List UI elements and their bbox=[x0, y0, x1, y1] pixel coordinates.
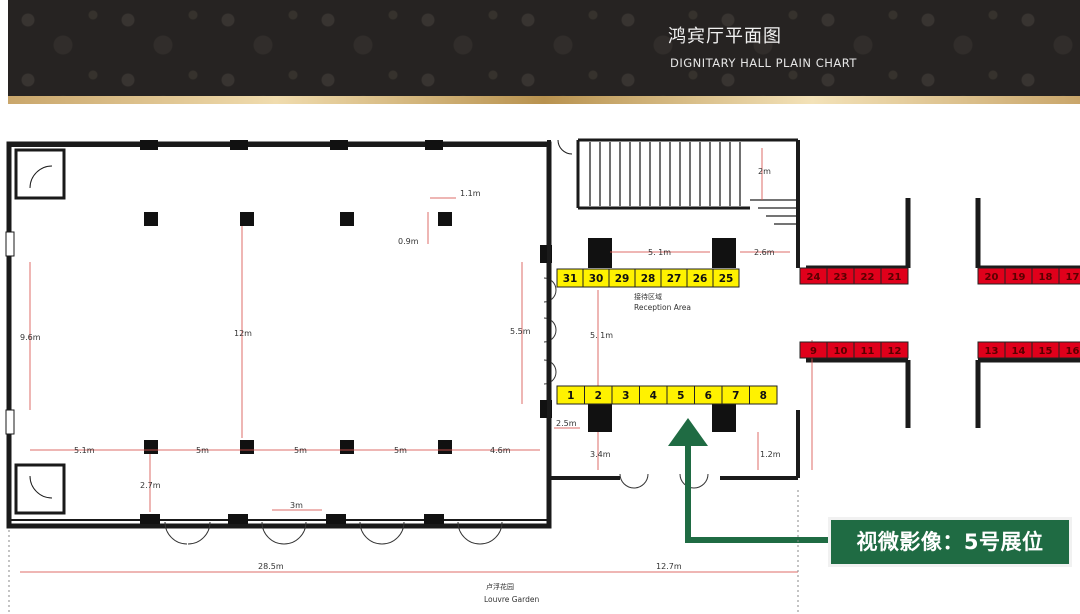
dim-0-9m: 0.9m bbox=[398, 237, 419, 246]
booth-label-3: 3 bbox=[622, 390, 629, 402]
dim-2m: 2m bbox=[758, 167, 771, 176]
booth-label-7: 7 bbox=[732, 390, 739, 402]
booth-row-bottom: 1 2 3 4 5 6 7 8 bbox=[556, 385, 778, 405]
dim-9-6m: 9.6m bbox=[20, 333, 41, 342]
booth-label-31: 31 bbox=[563, 273, 578, 285]
booth-label-16: 16 bbox=[1066, 346, 1080, 357]
booth-17 bbox=[1058, 267, 1080, 285]
dim-2-5m: 2.5m bbox=[556, 419, 577, 428]
dim-28-5m: 28.5m bbox=[258, 562, 284, 571]
booth-label-2: 2 bbox=[595, 390, 602, 402]
booth-label-13: 13 bbox=[985, 346, 999, 357]
dim-3m: 3m bbox=[290, 501, 303, 510]
dim-5-1m-mid: 5. 1m bbox=[590, 331, 613, 340]
booth-16 bbox=[1058, 341, 1080, 359]
booth-label-9: 9 bbox=[810, 346, 817, 357]
dim-2-6m: 2.6m bbox=[754, 248, 775, 257]
dim-1-1m: 1.1m bbox=[460, 189, 481, 198]
dim-4-6m: 4.6m bbox=[490, 446, 511, 455]
site-boundary bbox=[8, 490, 799, 614]
dim-3-4m: 3.4m bbox=[590, 450, 611, 459]
dim-5m-c: 5m bbox=[394, 446, 407, 455]
booth-label-19: 19 bbox=[1012, 272, 1026, 283]
booth-row-red-1-right: 20 19 18 17 bbox=[977, 267, 1080, 285]
booth-label-4: 4 bbox=[650, 390, 657, 402]
booth-21 bbox=[880, 267, 909, 285]
dimension-lines bbox=[20, 148, 813, 573]
reception-walls bbox=[547, 138, 800, 520]
dim-5-1m-top: 5. 1m bbox=[648, 248, 671, 257]
booth-label-1: 1 bbox=[567, 390, 574, 402]
title-chinese: 鸿宾厅平面图 bbox=[668, 26, 782, 47]
booth-label-12: 12 bbox=[888, 346, 902, 357]
booth-label-15: 15 bbox=[1039, 346, 1053, 357]
booth-label-27: 27 bbox=[667, 273, 682, 285]
booth-label-23: 23 bbox=[834, 272, 848, 283]
reception-label-en: Reception Area bbox=[634, 303, 691, 312]
booth-8 bbox=[749, 385, 778, 405]
booth-label-6: 6 bbox=[705, 390, 712, 402]
booth-label-5: 5 bbox=[677, 390, 684, 402]
booth-row-red-2-left: 9 10 11 12 bbox=[799, 341, 909, 359]
dimension-labels: 1.1m 0.9m 9.6m 12m 5.5m 5. 1m 2.6m 5. 1m… bbox=[20, 167, 781, 604]
reception-label-cn: 接待区域 bbox=[634, 292, 662, 301]
booth-12 bbox=[880, 341, 909, 359]
exhibitor-callout: 视微影像：5号展位 bbox=[828, 517, 1072, 567]
dim-2-7m: 2.7m bbox=[140, 481, 161, 490]
booth-label-26: 26 bbox=[693, 273, 708, 285]
booth-label-18: 18 bbox=[1039, 272, 1053, 283]
booth-label-8: 8 bbox=[760, 390, 767, 402]
booth-label-30: 30 bbox=[589, 273, 604, 285]
booth-label-20: 20 bbox=[985, 272, 999, 283]
dim-1-2m: 1.2m bbox=[760, 450, 781, 459]
dim-5-5m: 5.5m bbox=[510, 327, 531, 336]
booth-label-14: 14 bbox=[1012, 346, 1026, 357]
gold-stripe bbox=[8, 96, 1080, 104]
booth-label-10: 10 bbox=[834, 346, 848, 357]
staircase bbox=[589, 142, 796, 225]
main-hall-walls bbox=[5, 141, 552, 529]
dim-5m-a: 5m bbox=[196, 446, 209, 455]
booth-row-red-1-left: 24 23 22 21 bbox=[799, 267, 909, 285]
booth-label-22: 22 bbox=[861, 272, 875, 283]
booth-label-21: 21 bbox=[888, 272, 902, 283]
floral-pattern bbox=[8, 0, 1080, 104]
bottom-doors bbox=[164, 277, 709, 545]
dim-5-1m-left: 5.1m bbox=[74, 446, 95, 455]
dim-12m: 12m bbox=[234, 329, 252, 338]
booth-label-28: 28 bbox=[641, 273, 656, 285]
booth-label-17: 17 bbox=[1066, 272, 1080, 283]
dim-12-7m: 12.7m bbox=[656, 562, 682, 571]
booth-row-top: 31 30 29 28 27 26 25 bbox=[556, 268, 740, 288]
booth-label-24: 24 bbox=[807, 272, 821, 283]
booth-25 bbox=[712, 268, 740, 288]
booth-label-25: 25 bbox=[719, 273, 734, 285]
title-english: DIGNITARY HALL PLAIN CHART bbox=[670, 56, 857, 70]
booth-label-29: 29 bbox=[615, 273, 630, 285]
header-banner: 鸿宾厅平面图 DIGNITARY HALL PLAIN CHART bbox=[8, 0, 1080, 104]
garden-label-cn: 卢浮花园 bbox=[486, 582, 514, 591]
arrow-to-booth-5 bbox=[668, 418, 830, 543]
booth-label-11: 11 bbox=[861, 346, 875, 357]
dim-5m-b: 5m bbox=[294, 446, 307, 455]
garden-label-en: Louvre Garden bbox=[484, 595, 539, 604]
booth-row-red-2-right: 13 14 15 16 bbox=[977, 341, 1080, 359]
corridor-walls bbox=[806, 198, 1080, 428]
